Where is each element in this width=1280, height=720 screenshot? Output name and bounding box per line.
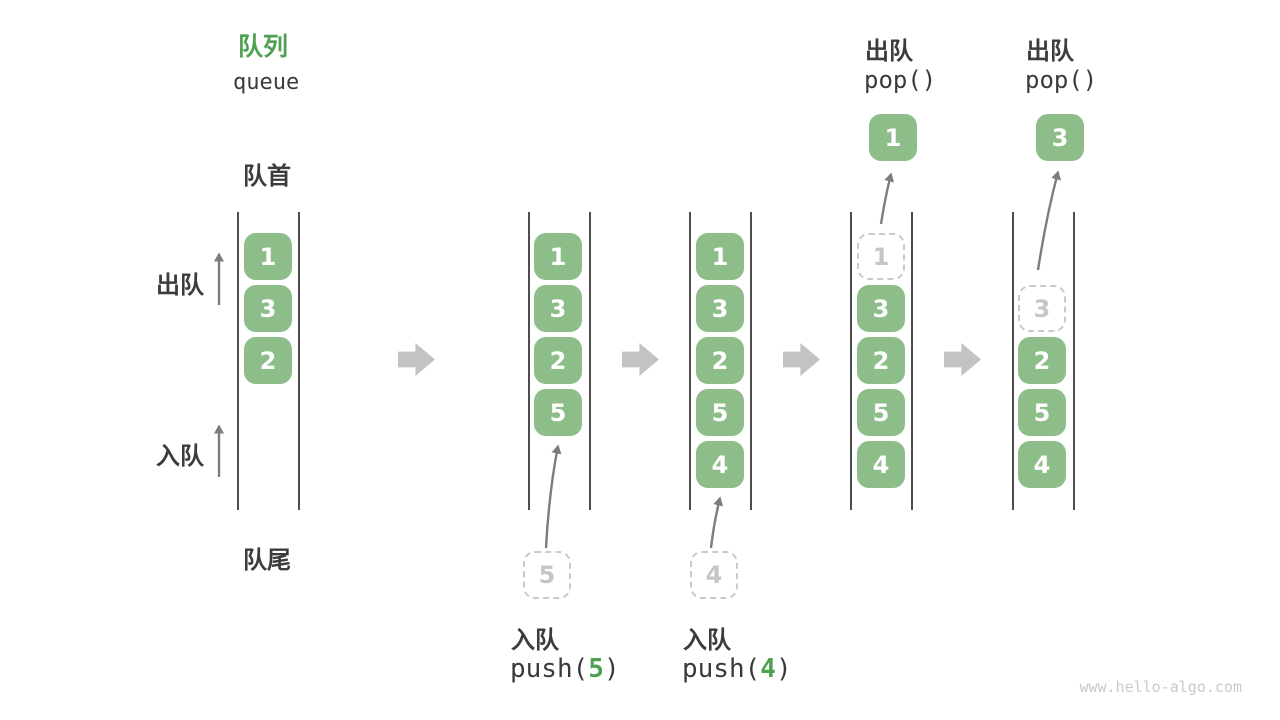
queue-cell: 4 xyxy=(1018,441,1066,488)
pop-code-label: pop() xyxy=(1025,66,1098,94)
queue-rail xyxy=(750,212,752,510)
queue-cell: 2 xyxy=(1018,337,1066,384)
push-close: ) xyxy=(775,654,792,684)
queue-cell: 4 xyxy=(696,441,744,488)
dequeue-label: 出队 xyxy=(156,271,204,299)
popped-cell: 1 xyxy=(869,114,917,161)
queue-cell: 5 xyxy=(1018,389,1066,436)
watermark: www.hello-algo.com xyxy=(1079,678,1242,696)
push-close: ) xyxy=(603,654,620,684)
queue-cell: 3 xyxy=(857,285,905,332)
queue-cell: 1 xyxy=(534,233,582,280)
enqueue-op-label: 入队 xyxy=(511,626,559,654)
front-label: 队首 xyxy=(243,162,291,190)
dequeue-op-label: 出队 xyxy=(1026,37,1074,65)
popped-cell: 3 xyxy=(1036,114,1084,161)
step-arrow-icon xyxy=(398,343,435,376)
push-arg: 5 xyxy=(588,654,604,684)
queue-cell: 2 xyxy=(857,337,905,384)
enqueue-op-label: 入队 xyxy=(683,626,731,654)
dequeue-op-label: 出队 xyxy=(865,37,913,65)
queue-cell: 1 xyxy=(244,233,292,280)
pop3-arrow-icon xyxy=(1036,170,1061,271)
queue-cell: 4 xyxy=(857,441,905,488)
push-code-label: push(5) xyxy=(510,654,620,684)
queue-cell: 3 xyxy=(534,285,582,332)
queue-rail xyxy=(689,212,691,510)
push4-arrow-icon xyxy=(709,496,724,549)
queue-rail xyxy=(298,212,300,510)
step-arrow-icon xyxy=(622,343,659,376)
queue-cell: 2 xyxy=(244,337,292,384)
push-arg: 4 xyxy=(760,654,776,684)
queue-cell: 2 xyxy=(534,337,582,384)
pop1-arrow-icon xyxy=(879,172,895,225)
pending-cell: 5 xyxy=(523,551,571,599)
rear-label: 队尾 xyxy=(243,546,291,574)
pending-cell: 4 xyxy=(690,551,738,599)
page-title: 队列 xyxy=(238,32,289,61)
page-subtitle: queue xyxy=(233,70,300,95)
enqueue-label: 入队 xyxy=(156,442,204,470)
push-code-label: push(4) xyxy=(682,654,792,684)
queue-cell: 3 xyxy=(244,285,292,332)
queue-cell: 5 xyxy=(857,389,905,436)
ghost-cell: 1 xyxy=(857,233,905,280)
step-arrow-icon xyxy=(944,343,981,376)
ghost-cell: 3 xyxy=(1018,285,1066,332)
step-arrow-icon xyxy=(783,343,820,376)
push-fn: push( xyxy=(510,654,589,684)
queue-cell: 1 xyxy=(696,233,744,280)
queue-rail xyxy=(237,212,239,510)
pop-code-label: pop() xyxy=(864,66,937,94)
queue-cell: 5 xyxy=(534,389,582,436)
push5-arrow-icon xyxy=(544,444,562,549)
push-fn: push( xyxy=(682,654,761,684)
queue-rail xyxy=(528,212,530,510)
queue-rail xyxy=(1073,212,1075,510)
queue-rail xyxy=(911,212,913,510)
queue-rail xyxy=(1012,212,1014,510)
queue-rail xyxy=(850,212,852,510)
queue-cell: 5 xyxy=(696,389,744,436)
queue-cell: 3 xyxy=(696,285,744,332)
queue-rail xyxy=(589,212,591,510)
queue-cell: 2 xyxy=(696,337,744,384)
